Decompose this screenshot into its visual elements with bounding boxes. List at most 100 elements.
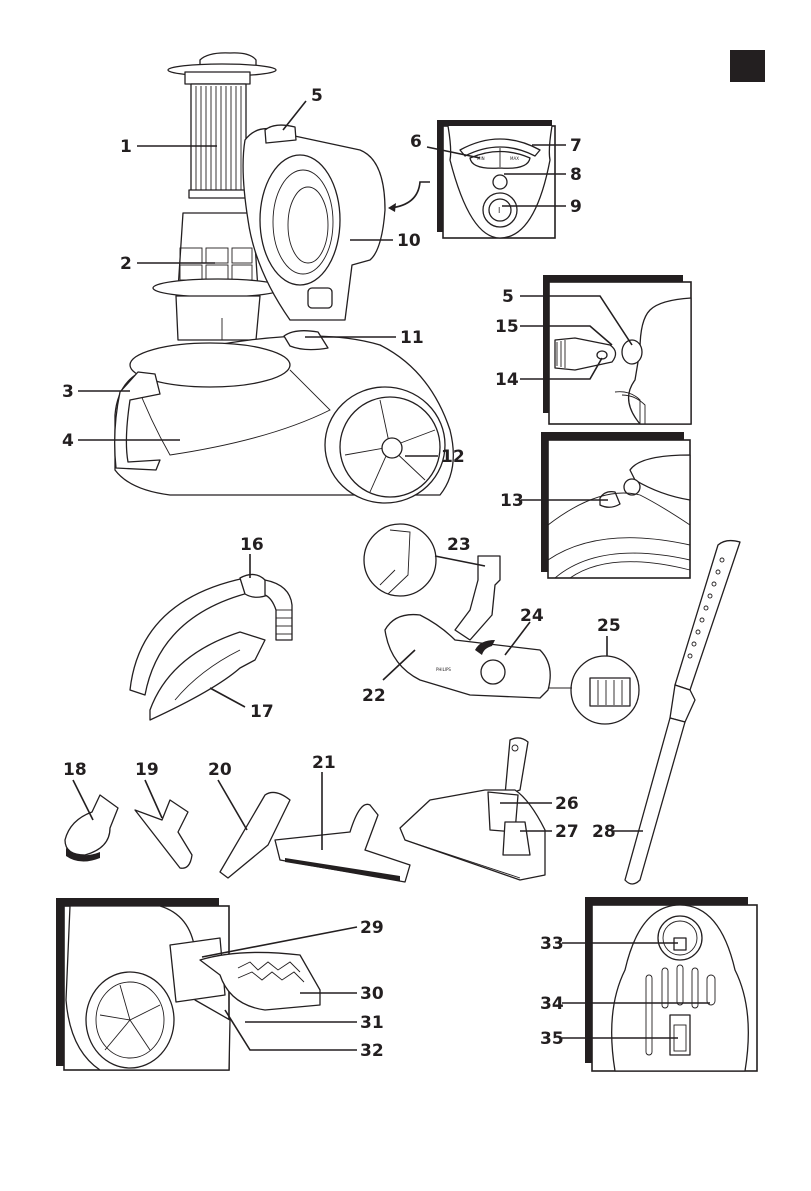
language-tab xyxy=(730,50,765,82)
callout-24: 24 xyxy=(504,606,544,656)
callout-7: 7 xyxy=(532,136,582,156)
svg-text:14: 14 xyxy=(495,370,519,390)
callout-22: 22 xyxy=(362,649,416,706)
callout-30: 30 xyxy=(300,984,384,1004)
turbo-nozzle-illustration: PHILIPS xyxy=(363,523,640,725)
svg-text:30: 30 xyxy=(360,984,384,1004)
svg-text:34: 34 xyxy=(540,994,564,1014)
svg-text:5: 5 xyxy=(311,86,323,106)
callout-19: 19 xyxy=(135,760,163,819)
callout-33: 33 xyxy=(540,934,678,954)
callout-21: 21 xyxy=(312,753,336,850)
svg-text:8: 8 xyxy=(570,165,582,185)
svg-text:27: 27 xyxy=(555,822,579,842)
svg-text:5: 5 xyxy=(502,287,514,307)
callout-8: 8 xyxy=(504,165,582,185)
svg-text:18: 18 xyxy=(63,760,87,780)
callout-9: 9 xyxy=(502,197,582,217)
control-panel-inset: MIN MAX I xyxy=(437,120,556,239)
exhaust-filter xyxy=(169,937,226,1003)
type-plate xyxy=(669,1014,691,1056)
arrow-connector xyxy=(389,181,430,209)
max-label: MAX xyxy=(510,156,519,161)
bottom-view-inset xyxy=(585,897,758,1072)
svg-text:1: 1 xyxy=(120,137,132,157)
callout-27: 27 xyxy=(520,822,579,842)
svg-text:16: 16 xyxy=(240,535,264,555)
hose-handle xyxy=(149,631,266,721)
power-icon: I xyxy=(498,206,500,215)
svg-text:21: 21 xyxy=(312,753,336,773)
callout-32: 32 xyxy=(224,1009,384,1061)
telescopic-tube-illustration xyxy=(624,539,741,885)
small-nozzle xyxy=(134,799,193,869)
callout-3: 3 xyxy=(62,382,130,402)
callout-15: 15 xyxy=(495,317,613,346)
svg-text:12: 12 xyxy=(441,447,465,467)
callout-1: 1 xyxy=(120,137,217,157)
callout-28: 28 xyxy=(592,822,643,842)
svg-text:23: 23 xyxy=(447,535,471,555)
svg-text:3: 3 xyxy=(62,382,74,402)
callout-25: 25 xyxy=(597,616,621,656)
svg-text:17: 17 xyxy=(250,702,274,722)
callout-20: 20 xyxy=(208,760,248,831)
rotating-brush-control[interactable] xyxy=(480,659,506,685)
callout-13: 13 xyxy=(500,491,608,511)
svg-text:13: 13 xyxy=(500,491,524,511)
svg-text:15: 15 xyxy=(495,317,519,337)
svg-text:24: 24 xyxy=(520,606,544,626)
rotation-arrow-icon xyxy=(475,640,495,655)
crevice-tool xyxy=(219,791,291,879)
callout-5-inset: 5 xyxy=(502,287,633,346)
hose-illustration xyxy=(129,573,293,721)
svg-text:35: 35 xyxy=(540,1029,564,1049)
svg-text:32: 32 xyxy=(360,1041,384,1061)
vacuum-body xyxy=(114,330,454,504)
svg-text:10: 10 xyxy=(397,231,421,251)
callout-10: 10 xyxy=(350,231,421,251)
arrow-head-icon xyxy=(388,203,396,212)
svg-text:22: 22 xyxy=(362,686,386,706)
filter-cartridge xyxy=(167,52,277,199)
callout-14: 14 xyxy=(495,357,603,390)
rocker-switch[interactable] xyxy=(502,821,531,856)
callout-34: 34 xyxy=(540,994,710,1014)
min-label: MIN xyxy=(477,156,485,161)
rear-filter-inset xyxy=(56,898,321,1071)
callout-6: 6 xyxy=(410,132,481,159)
parking-slot-inset xyxy=(541,432,691,579)
main-unit-illustration xyxy=(114,52,454,504)
callout-18: 18 xyxy=(63,760,94,821)
indicator-light xyxy=(492,174,508,190)
callout-2: 2 xyxy=(120,254,215,274)
callout-11: 11 xyxy=(305,328,424,348)
svg-text:4: 4 xyxy=(62,431,74,451)
brand-mark: PHILIPS xyxy=(436,667,451,672)
svg-text:31: 31 xyxy=(360,1013,384,1033)
svg-text:6: 6 xyxy=(410,132,422,152)
svg-text:7: 7 xyxy=(570,136,582,156)
dust-separator xyxy=(152,212,284,341)
filter-grille[interactable] xyxy=(199,951,321,1011)
hose-inlet-inset xyxy=(543,275,692,425)
callout-12: 12 xyxy=(405,447,465,467)
svg-text:9: 9 xyxy=(570,197,582,217)
callout-26: 26 xyxy=(500,794,579,814)
cover xyxy=(242,124,386,321)
svg-text:26: 26 xyxy=(555,794,579,814)
callout-23: 23 xyxy=(434,535,486,567)
tube-holder xyxy=(673,937,687,951)
svg-text:19: 19 xyxy=(135,760,159,780)
callout-16: 16 xyxy=(240,535,264,578)
callout-31: 31 xyxy=(245,1013,384,1033)
nozzle-clip-detail xyxy=(363,523,437,597)
parquet-nozzle xyxy=(274,803,411,883)
callout-29: 29 xyxy=(201,918,384,958)
svg-text:2: 2 xyxy=(120,254,132,274)
svg-text:33: 33 xyxy=(540,934,564,954)
callout-17: 17 xyxy=(209,687,274,722)
svg-text:25: 25 xyxy=(597,616,621,636)
tube-release-button[interactable] xyxy=(669,684,696,723)
